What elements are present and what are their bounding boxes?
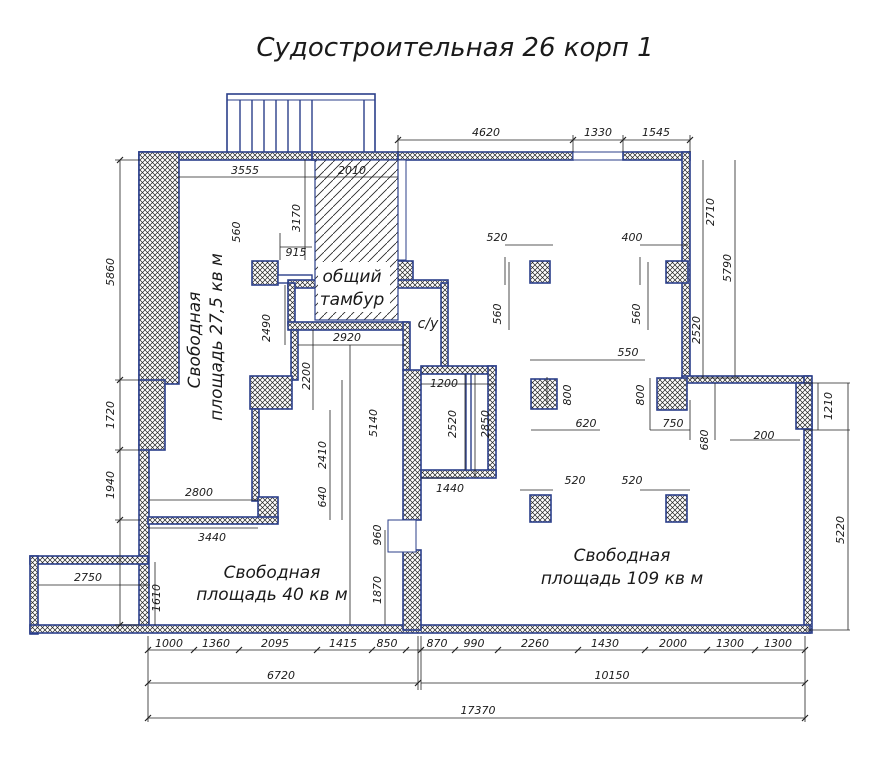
entrance-steps (226, 93, 376, 155)
room-a-label-line2: площадь 27,5 кв м (207, 253, 227, 421)
dimension-ticks (116, 136, 809, 722)
dim-label: 1210 (822, 392, 835, 420)
dim-label: 2520 (446, 410, 459, 438)
dim-label: 1940 (104, 471, 117, 499)
dim-label: 5140 (367, 409, 380, 437)
bottom-dim-label: 1300 (716, 637, 744, 650)
bottom-dim-label: 850 (377, 637, 398, 650)
total-left-label: 6720 (267, 669, 295, 682)
bottom-dim-label: 2000 (659, 637, 687, 650)
vestibule-label-line1: общий (323, 267, 382, 287)
dim-label: 915 (286, 246, 307, 259)
dim-label: 640 (316, 487, 329, 508)
bottom-dim-label: 2260 (521, 637, 549, 650)
dim-label: 3170 (290, 204, 303, 232)
dim-label: 560 (230, 222, 243, 243)
dim-label: 2490 (260, 314, 273, 342)
bottom-dim-label: 2095 (261, 637, 289, 650)
dim-label: 2750 (74, 571, 102, 584)
room-a-label-line1: Свободная (185, 292, 205, 389)
dim-label: 1545 (642, 126, 670, 139)
dim-label: 2010 (338, 164, 366, 177)
bottom-dim-label: 1430 (591, 637, 619, 650)
dim-label: 4620 (472, 126, 500, 139)
dim-label: 1610 (150, 584, 163, 612)
dim-label: 750 (663, 417, 684, 430)
dim-label: 2200 (300, 362, 313, 390)
wc-label: с/у (418, 316, 439, 332)
dim-label: 1720 (104, 401, 117, 429)
dim-label: 5860 (104, 258, 117, 286)
dim-label: 560 (491, 304, 504, 325)
total-right-label: 10150 (595, 669, 630, 682)
dim-label: 5220 (834, 516, 847, 544)
dim-label: 2850 (479, 410, 492, 438)
room-c-label-line1: Свободная (574, 546, 671, 566)
dim-label: 2520 (690, 316, 703, 344)
dim-label: 960 (371, 525, 384, 546)
dim-label: 550 (618, 346, 639, 359)
bottom-dim-label: 990 (464, 637, 485, 650)
dim-label: 5790 (721, 254, 734, 282)
dimension-lines (38, 135, 850, 722)
dim-label: 400 (622, 231, 643, 244)
dimension-texts: 4620 1330 1545 3555 2010 3170 560 915 24… (74, 126, 847, 717)
total-label: 17370 (461, 704, 496, 717)
dim-label: 520 (622, 474, 643, 487)
dim-label: 1870 (371, 576, 384, 604)
dim-label: 1440 (436, 482, 464, 495)
bottom-dim-label: 1360 (202, 637, 230, 650)
dim-label: 200 (754, 429, 775, 442)
dim-label: 520 (565, 474, 586, 487)
plan-title: Судостроительная 26 корп 1 (256, 33, 653, 63)
room-b-label-line1: Свободная (224, 563, 321, 583)
bottom-dim-label: 1000 (155, 637, 183, 650)
room-labels: Свободная площадь 27,5 кв м общий тамбур… (185, 253, 703, 605)
dim-label: 680 (698, 430, 711, 451)
dim-label: 800 (634, 385, 647, 406)
dim-label: 2410 (316, 441, 329, 469)
bottom-dim-label: 870 (427, 637, 448, 650)
dim-label: 1330 (584, 126, 612, 139)
dim-label: 560 (630, 304, 643, 325)
dim-label: 800 (561, 385, 574, 406)
room-c-label-line2: площадь 109 кв м (541, 569, 704, 589)
vestibule-label-line2: тамбур (320, 290, 385, 310)
room-b-label-line2: площадь 40 кв м (196, 585, 348, 605)
dim-label: 620 (576, 417, 597, 430)
dim-label: 520 (487, 231, 508, 244)
columns (529, 260, 689, 523)
dim-label: 2800 (185, 486, 213, 499)
dim-label: 3555 (231, 164, 259, 177)
dim-label: 1200 (430, 377, 458, 390)
dim-label: 2710 (704, 198, 717, 226)
dim-label: 3440 (198, 531, 226, 544)
bottom-dim-label: 1415 (329, 637, 357, 650)
dim-label: 2920 (333, 331, 361, 344)
bottom-dim-label: 1300 (764, 637, 792, 650)
